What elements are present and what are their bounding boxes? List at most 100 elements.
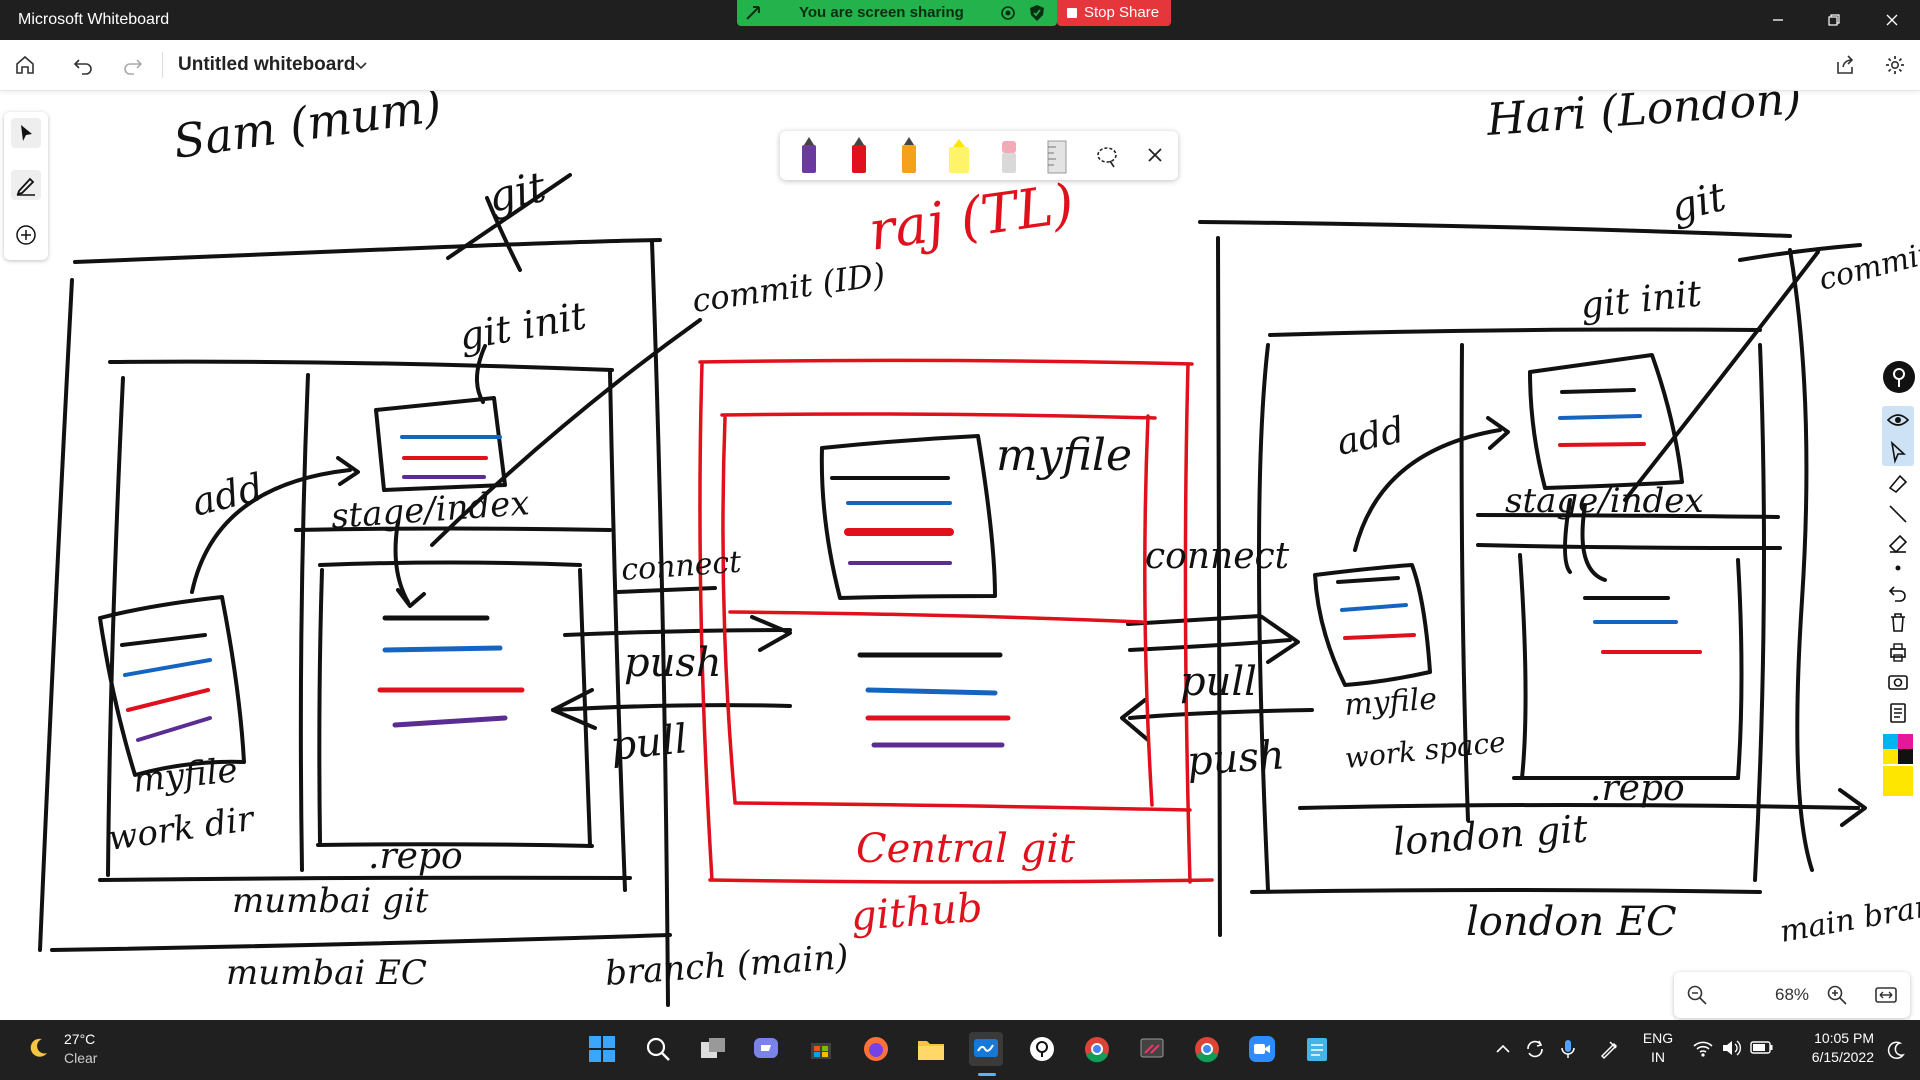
label-push-left: push <box>624 640 722 686</box>
orange-pen-icon[interactable] <box>894 137 924 175</box>
chevron-down-icon <box>353 57 369 73</box>
close-ink-toolbar-icon[interactable] <box>1140 137 1170 175</box>
color-swatches[interactable] <box>1883 734 1913 796</box>
swatch-magenta[interactable] <box>1898 734 1913 749</box>
print-icon[interactable] <box>1886 640 1910 664</box>
sync-icon[interactable] <box>1524 1038 1546 1060</box>
minimize-icon <box>1771 13 1785 27</box>
chrome-button-1[interactable] <box>1080 1032 1114 1066</box>
zoom-out-icon[interactable] <box>1686 984 1708 1006</box>
label-push-right: push <box>1185 732 1286 785</box>
undo-button[interactable] <box>66 48 100 82</box>
battery-icon[interactable] <box>1750 1040 1774 1056</box>
taskbar-search-button[interactable] <box>641 1032 675 1066</box>
snipping-tool-button[interactable] <box>1135 1032 1169 1066</box>
language-code: ENG <box>1640 1030 1676 1046</box>
home-icon <box>14 54 36 76</box>
central-repo-contents <box>832 478 1008 745</box>
label-commit-left: commit (ID) <box>690 255 888 320</box>
label-sam: Sam (mum) <box>170 91 445 169</box>
taskbar: 27°C Clear ENG <box>0 1020 1920 1080</box>
minimize-button[interactable] <box>1758 6 1798 34</box>
clock[interactable]: 10:05 PM 6/15/2022 <box>1786 1030 1874 1065</box>
close-window-button[interactable] <box>1872 6 1912 34</box>
label-hari: Hari (London) <box>1484 91 1803 146</box>
label-git-init-right: git init <box>1579 273 1704 326</box>
task-view-button[interactable] <box>696 1032 730 1066</box>
teams-chat-button[interactable] <box>749 1032 783 1066</box>
ruler-icon[interactable] <box>1042 137 1072 175</box>
chrome-icon <box>1083 1035 1111 1063</box>
weather-temp: 27°C <box>64 1031 95 1047</box>
whiteboard-canvas[interactable]: Sam (mum) git git init add stage/index m… <box>0 91 1920 1020</box>
red-pen-icon[interactable] <box>844 137 874 175</box>
select-tool-button[interactable] <box>11 118 41 148</box>
share-button[interactable] <box>1828 48 1862 82</box>
language-indicator[interactable]: ENG IN <box>1640 1030 1676 1065</box>
add-content-button[interactable] <box>11 220 41 250</box>
swatch-yellow[interactable] <box>1883 749 1898 764</box>
zoom-app-button[interactable] <box>1245 1032 1279 1066</box>
restore-button[interactable] <box>1814 6 1854 34</box>
inking-tool-button[interactable] <box>11 170 41 200</box>
file-explorer-button[interactable] <box>914 1032 948 1066</box>
title-dropdown-button[interactable] <box>344 48 378 82</box>
line-tool-icon[interactable] <box>1886 502 1910 526</box>
do-not-disturb-icon[interactable] <box>1886 1040 1906 1060</box>
eraser-strip-icon[interactable] <box>1886 532 1910 556</box>
whiteboard-taskbar-button[interactable] <box>969 1032 1003 1066</box>
chrome-icon <box>1193 1035 1221 1063</box>
cursor-icon[interactable] <box>1886 440 1910 464</box>
microphone-icon[interactable] <box>1558 1038 1578 1060</box>
swatch-cyan[interactable] <box>1883 734 1898 749</box>
clipboard-icon[interactable] <box>1886 700 1910 724</box>
screen-sharing-banner[interactable]: You are screen sharing <box>737 0 1057 26</box>
zoom-in-icon[interactable] <box>1826 984 1848 1006</box>
label-myfile-left: myfile <box>131 750 240 801</box>
plus-circle-icon <box>15 224 37 246</box>
start-button[interactable] <box>585 1032 619 1066</box>
label-central-git: Central git <box>856 826 1076 872</box>
clock-time: 10:05 PM <box>1786 1030 1874 1046</box>
left-tools-panel <box>4 112 48 260</box>
wifi-icon[interactable] <box>1692 1038 1714 1058</box>
fit-to-screen-icon[interactable] <box>1874 984 1898 1006</box>
zoom-level: 68% <box>1750 985 1834 1005</box>
eraser-icon[interactable] <box>994 137 1024 175</box>
chevron-up-icon[interactable] <box>1494 1040 1512 1058</box>
yellow-highlighter-icon[interactable] <box>944 137 974 175</box>
redo-icon <box>122 54 144 76</box>
teams-chat-icon <box>752 1035 780 1063</box>
label-commit-right: commit <box>1815 236 1920 298</box>
swatch-current[interactable] <box>1883 766 1913 796</box>
label-pull-right: pull <box>1180 659 1257 705</box>
camera-icon[interactable] <box>1886 670 1910 692</box>
undo-strip-icon[interactable] <box>1886 582 1910 604</box>
volume-icon[interactable] <box>1720 1038 1742 1058</box>
eye-icon[interactable] <box>1886 410 1910 430</box>
annotation-tool-strip <box>1880 360 1918 800</box>
chrome-button-2[interactable] <box>1190 1032 1224 1066</box>
microsoft-store-button[interactable] <box>804 1032 838 1066</box>
lasso-select-icon[interactable] <box>1092 137 1122 175</box>
share-icon <box>1834 54 1856 76</box>
redo-button[interactable] <box>116 48 150 82</box>
lightbulb-app-button[interactable] <box>1025 1032 1059 1066</box>
swatch-black[interactable] <box>1898 749 1913 764</box>
settings-button[interactable] <box>1878 48 1912 82</box>
trash-icon[interactable] <box>1886 610 1910 634</box>
record-icon <box>1000 5 1016 21</box>
highlighter-icon[interactable] <box>1886 472 1910 496</box>
notepad-button[interactable] <box>1300 1032 1334 1066</box>
undo-icon <box>72 54 94 76</box>
purple-pen-icon[interactable] <box>794 137 824 175</box>
label-mumbai-ec: mumbai EC <box>226 953 427 993</box>
pen-icon <box>15 174 37 196</box>
whiteboard-title[interactable]: Untitled whiteboard <box>178 54 355 76</box>
home-button[interactable] <box>8 48 42 82</box>
pen-menu-icon[interactable] <box>1598 1038 1620 1060</box>
firefox-button[interactable] <box>859 1032 893 1066</box>
stop-share-button[interactable]: Stop Share <box>1057 0 1171 26</box>
pin-icon[interactable] <box>1882 360 1916 394</box>
label-main-branch: main branch <box>1777 882 1920 950</box>
